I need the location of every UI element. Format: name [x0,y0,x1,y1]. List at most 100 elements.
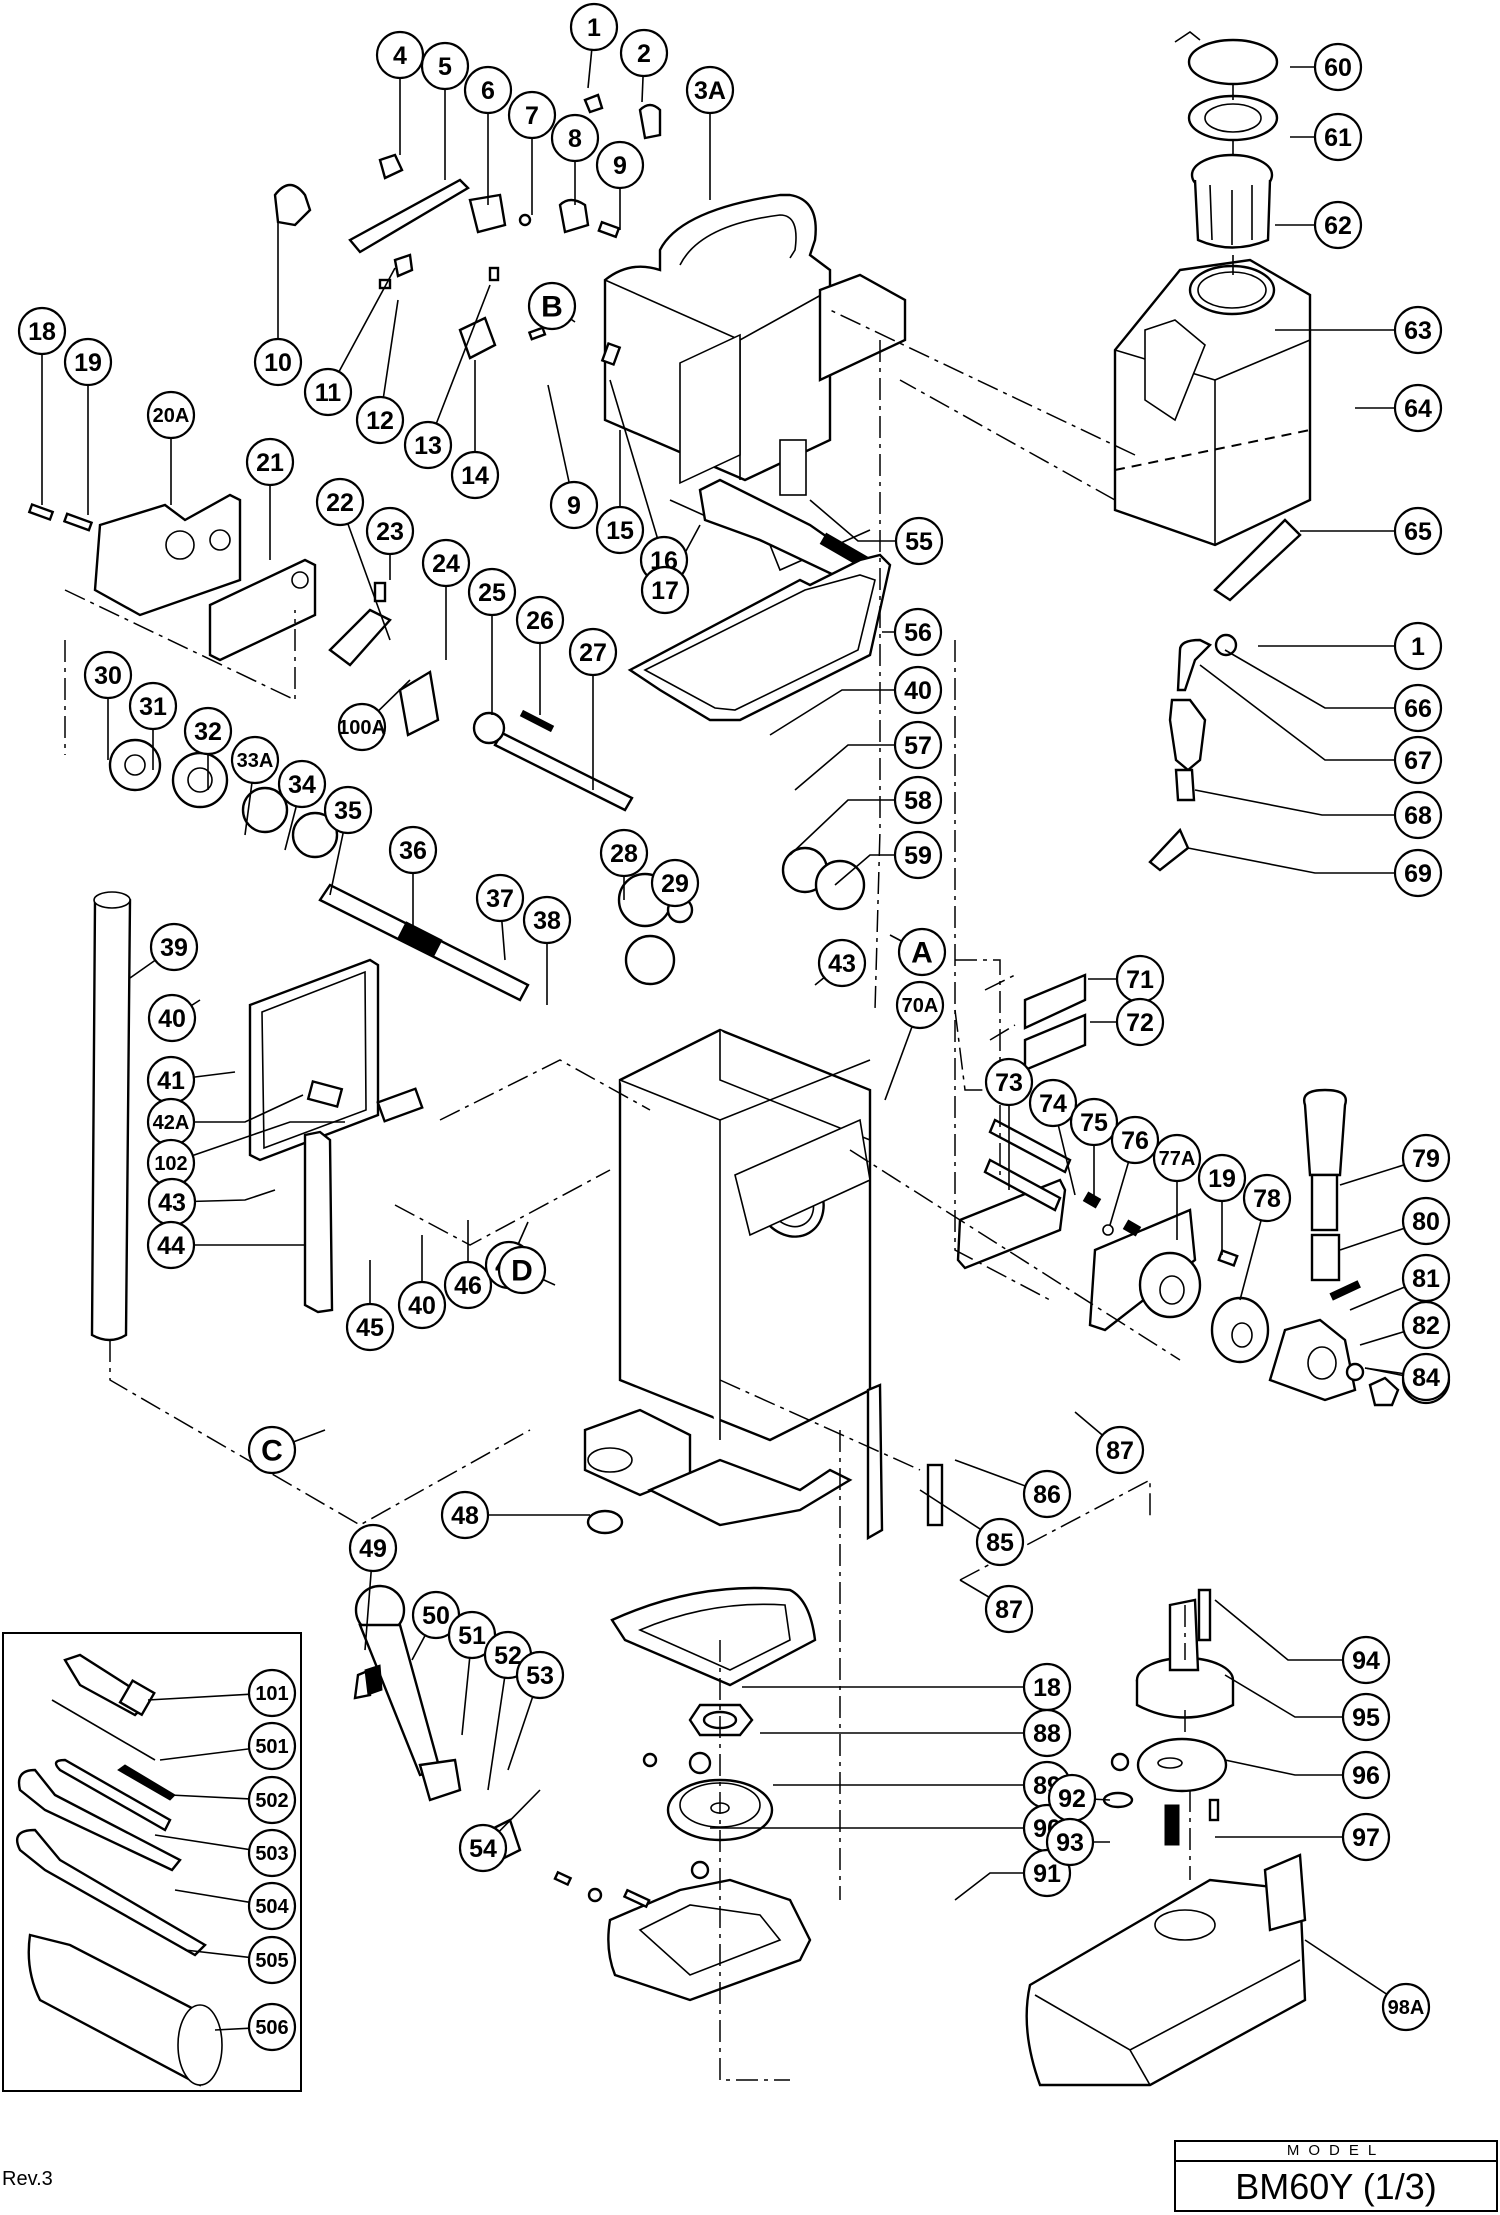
leader-line [339,501,391,641]
callout-number: 502 [255,1790,288,1812]
callout-number: 39 [160,934,188,962]
callout-number: 505 [255,1950,288,1972]
callout-circle [420,41,470,91]
callout-75: 75 [1069,1097,1119,1147]
callout-number: 7 [525,102,539,130]
callout-53: 53 [515,1650,565,1700]
callout-64: 64 [1393,383,1443,433]
leader-line [1199,664,1418,761]
callout-8: 8 [550,113,600,163]
switch-plate-assembly [273,93,662,367]
callout-81: 81 [1401,1253,1451,1303]
callout-circle [83,650,133,700]
callout-circle [1028,1078,1078,1128]
model-header: MODEL [1176,2142,1496,2162]
callout-circle [247,1668,297,1718]
callout-number: 22 [326,489,354,517]
callout-circle [1110,1115,1160,1165]
callout-number: 43 [158,1189,186,1217]
callout-circle [375,30,425,80]
callout-number: 37 [486,885,514,913]
callout-92: 92 [1047,1773,1097,1823]
main-housing [583,1028,872,1527]
callout-70A: 70A [895,980,945,1030]
callout-circle [522,895,572,945]
callout-97: 97 [1341,1812,1391,1862]
callout-26: 26 [515,595,565,645]
callout-6: 6 [463,65,513,115]
callout-22: 22 [315,477,365,527]
callout-51: 51 [447,1610,497,1660]
callout-number: 53 [526,1662,554,1690]
callout-number: 82 [1412,1312,1440,1340]
callout-number: 34 [288,771,316,799]
callout-circle [893,720,943,770]
pins [866,1118,1072,1541]
callout-number: 40 [408,1292,436,1320]
callout-number: 19 [1208,1165,1236,1193]
callout-14: 14 [450,450,500,500]
callout-88: 88 [1022,1708,1072,1758]
callout-number: 66 [1404,695,1432,723]
gear-train [108,709,866,1002]
callout-number: 504 [255,1896,289,1918]
callout-number: 38 [533,907,561,935]
callout-31: 31 [128,681,178,731]
callout-circle [685,65,735,115]
callout-circle [1393,735,1443,785]
accessory-parts [15,1653,223,2087]
callout-98A: 98A [1381,1982,1431,2032]
callout-67: 67 [1393,735,1443,785]
callout-66: 66 [1393,683,1443,733]
callout-number: 55 [905,528,933,556]
callout-circle [1393,621,1443,671]
callout-number: 46 [454,1272,482,1300]
callout-number: C [261,1435,283,1468]
callout-circle [1393,383,1443,433]
callout-29: 29 [650,858,700,908]
callout-circle [549,480,599,530]
callout-circle [183,706,233,756]
callout-5: 5 [420,41,470,91]
magnet-base [1025,1588,1307,2087]
callout-circle [458,1823,508,1873]
callout-circle [1313,42,1363,92]
callout-505: 505 [247,1935,297,1985]
callout-1: 1 [1393,621,1443,671]
callout-101: 101 [247,1668,297,1718]
callout-number: 86 [1033,1481,1061,1509]
callout-number: 54 [469,1835,497,1863]
callout-circle [895,980,945,1030]
callout-38: 38 [522,895,572,945]
callout-number: 96 [1352,1762,1380,1790]
callout-number: 1 [587,14,601,42]
callout-number: 98A [1388,1997,1425,2019]
callout-77A: 77A [1152,1133,1202,1183]
callout-87: 87 [1095,1425,1145,1475]
callout-63: 63 [1393,305,1443,355]
callout-number: 67 [1404,747,1432,775]
callout-circle [277,759,327,809]
callout-number: 95 [1352,1704,1380,1732]
callout-circle [515,1650,565,1700]
callout-number: 14 [461,462,489,490]
callout-number: 91 [1033,1860,1061,1888]
reference-letter-A: A [897,927,947,977]
callout-circle [323,785,373,835]
column [90,892,132,1342]
callout-circle [640,565,690,615]
callout-circle [1393,790,1443,840]
callout-100A: 100A [337,702,387,752]
callout-circle [650,858,700,908]
callout-19: 19 [1197,1153,1247,1203]
callout-13: 13 [403,420,453,470]
callout-4: 4 [375,30,425,80]
callout-circle [1393,305,1443,355]
callout-37: 37 [475,873,525,923]
callout-circle [569,2,619,52]
callout-circle [1341,1635,1391,1685]
callout-86: 86 [1022,1469,1072,1519]
callout-78: 78 [1242,1173,1292,1223]
gasket-41 [248,958,380,1162]
callout-number: 88 [1033,1720,1061,1748]
